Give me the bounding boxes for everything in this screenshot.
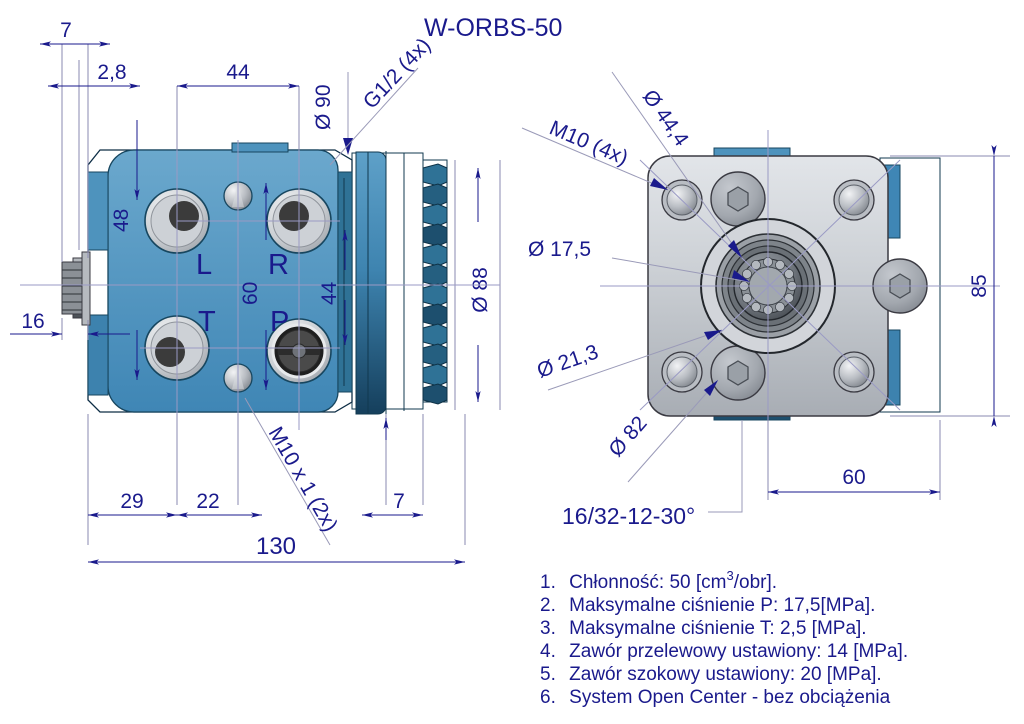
label-dia-17-5: Ø 17,5 <box>528 238 591 261</box>
spec-1-text: Chłonność: 50 [cm <box>569 572 726 593</box>
spec-item-2: 2. Maksymalne ciśnienie P: 17,5[MPa]. <box>540 595 875 616</box>
port-label-R: R <box>268 249 289 281</box>
dim-48-internal: 48 <box>110 209 133 232</box>
svg-text:3. Maksymalne ciśnieni: 3. Maksymalne ciśnienie T: 2,5 [MPa]. <box>540 618 867 639</box>
svg-text:5. Zawór szokowy ustaw: 5. Zawór szokowy ustawiony: 20 [MPa]. <box>540 664 882 685</box>
dim-29-bottom: 29 <box>120 490 143 513</box>
spec-1-sup: 3 <box>727 568 734 583</box>
side-view-bottom-dimensions: 29 22 7 130 <box>87 414 466 565</box>
port-label-T: T <box>198 306 216 338</box>
bolt-hole-bottom-left <box>661 351 703 393</box>
dim-44-internal: 44 <box>318 281 341 305</box>
spec-4-text: Zawór przelewowy ustawiony: 14 [MPa]. <box>569 641 908 662</box>
label-g12-4x: G1/2 (4x) <box>359 34 436 114</box>
spec-5-num: 5. <box>540 664 556 685</box>
spec-2-text: Maksymalne ciśnienie P: 17,5[MPa]. <box>569 595 875 616</box>
side-view-right-dimension: Ø 88 <box>447 160 501 410</box>
dim-85-height: 85 <box>968 274 991 297</box>
spec-item-1: 1. Chłonność: 50 [cm3/obr]. <box>540 568 777 593</box>
dim-60-width: 60 <box>842 466 865 489</box>
front-view <box>647 147 941 421</box>
dim-60-internal: 60 <box>239 282 262 305</box>
dim-44-top: 44 <box>226 61 250 84</box>
dim-7-top: 7 <box>60 19 72 42</box>
gerotor-section <box>351 151 448 415</box>
dim-16-shaft: 16 <box>21 310 44 333</box>
page-title: W-ORBS-50 <box>424 14 562 42</box>
label-dia-82: Ø 82 <box>604 412 651 461</box>
svg-text:4. Zawór przelewowy us: 4. Zawór przelewowy ustawiony: 14 [MPa]. <box>540 641 908 662</box>
svg-text:2. Maksymalne ciśnieni: 2. Maksymalne ciśnienie P: 17,5[MPa]. <box>540 595 875 616</box>
spec-item-6: 6. System Open Center - bez obciążenia <box>540 687 891 708</box>
side-view-internal-dimensions: 48 60 44 <box>110 120 348 390</box>
spec-4-num: 4. <box>540 641 556 662</box>
port-label-P: P <box>270 306 289 338</box>
spec-item-3: 3. Maksymalne ciśnienie T: 2,5 [MPa]. <box>540 618 867 639</box>
spec-6-text: System Open Center - bez obciążenia <box>569 687 890 708</box>
dim-130-overall: 130 <box>256 533 296 560</box>
spec-1-text-after: /obr]. <box>734 572 777 593</box>
spec-5-text: Zawór szokowy ustawiony: 20 [MPa]. <box>569 664 882 685</box>
dim-7-bottom: 7 <box>393 490 405 513</box>
svg-text:6. System Open Center: 6. System Open Center - bez obciążenia <box>540 687 891 708</box>
label-dia-21-3: Ø 21,3 <box>534 340 601 382</box>
spec-item-4: 4. Zawór przelewowy ustawiony: 14 [MPa]. <box>540 641 908 662</box>
svg-text:1. Chłonność: 50 [cm3/: 1. Chłonność: 50 [cm3/obr]. <box>540 568 777 593</box>
spec-2-num: 2. <box>540 595 556 616</box>
label-spline-spec: 16/32-12-30° <box>562 503 695 529</box>
specification-list: 1. Chłonność: 50 [cm3/obr]. 2. Maksymaln… <box>540 568 908 708</box>
side-view-centerlines <box>20 140 500 430</box>
hex-plug-bottom <box>710 345 766 401</box>
port-label-L: L <box>196 249 212 281</box>
side-view-left-dimension: 16 <box>10 310 130 340</box>
end-cap-scallops <box>422 159 448 405</box>
dim-22-bottom: 22 <box>196 490 219 513</box>
front-view-dimensions: 85 60 <box>767 145 1010 500</box>
bolt-hole-bottom-right <box>833 351 875 393</box>
label-dia-90: Ø 90 <box>312 84 335 130</box>
m10-bolt-holes <box>661 179 875 393</box>
side-view: L R T P <box>61 142 448 415</box>
dim-dia-88: Ø 88 <box>469 267 492 313</box>
spec-3-text: Maksymalne ciśnienie T: 2,5 [MPa]. <box>569 618 866 639</box>
spec-item-5: 5. Zawór szokowy ustawiony: 20 [MPa]. <box>540 664 882 685</box>
label-dia-44-4: Ø 44,4 <box>638 86 693 151</box>
spec-1-num: 1. <box>540 572 556 593</box>
spec-3-num: 3. <box>540 618 556 639</box>
hex-plug-top <box>710 171 766 227</box>
spec-6-num: 6. <box>540 687 556 708</box>
bolt-hole-top-right <box>833 179 875 221</box>
dim-2-8-top: 2,8 <box>97 61 126 84</box>
side-view-top-dimensions: 7 2,8 44 <box>40 19 300 262</box>
input-shaft <box>61 251 91 326</box>
label-m10x1-2x: M10 x 1 (2x) <box>264 423 342 536</box>
